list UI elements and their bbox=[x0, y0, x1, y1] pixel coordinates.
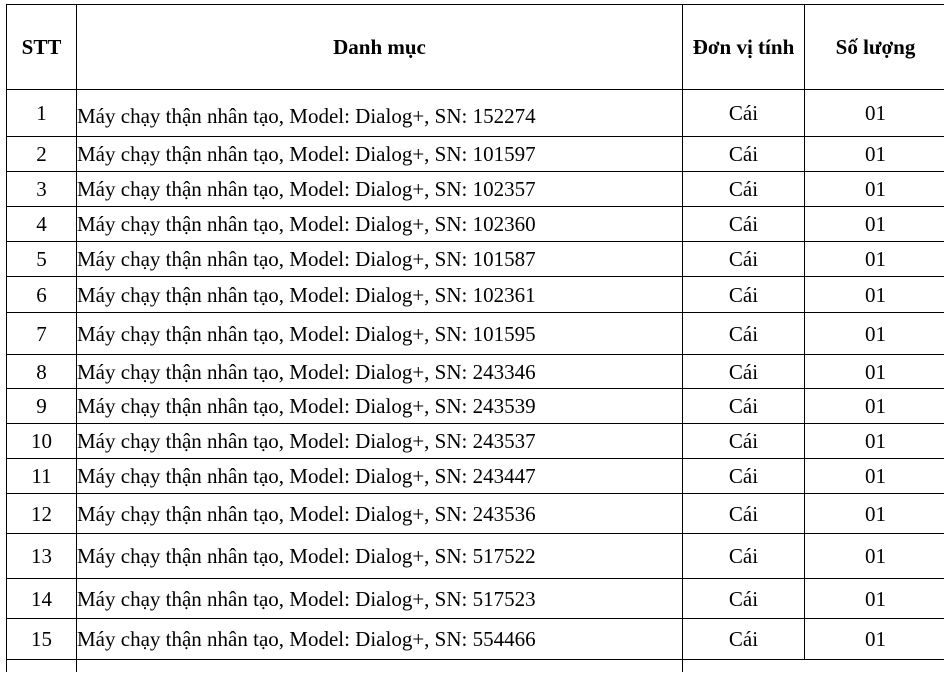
row-qty: 01 bbox=[804, 171, 944, 207]
row-stt: 3 bbox=[6, 171, 77, 207]
row-qty: 01 bbox=[804, 241, 944, 277]
row-stt: 13 bbox=[6, 533, 77, 579]
row-unit: Cái bbox=[682, 493, 805, 534]
table-row: 7 Máy chạy thận nhân tạo, Model: Dialog+… bbox=[6, 312, 944, 355]
row-unit: Cái bbox=[682, 276, 805, 313]
row-stt: 5 bbox=[6, 241, 77, 277]
table-header: STT Danh mục Đơn vị tính Số lượng bbox=[6, 4, 944, 90]
row-stt: 15 bbox=[6, 618, 77, 660]
table-row-continuation bbox=[6, 659, 944, 673]
row-item: Máy chạy thận nhân tạo, Model: Dialog+, … bbox=[76, 533, 683, 579]
row-stt: 4 bbox=[6, 206, 77, 242]
row-qty: 01 bbox=[804, 136, 944, 172]
row-stt: 10 bbox=[6, 423, 77, 459]
row-item: Máy chạy thận nhân tạo, Model: Dialog+, … bbox=[76, 206, 683, 242]
row-item: Máy chạy thận nhân tạo, Model: Dialog+, … bbox=[76, 493, 683, 534]
row-item bbox=[76, 659, 683, 672]
row-unit: Cái bbox=[682, 89, 805, 137]
row-stt: 8 bbox=[6, 354, 77, 389]
row-unit bbox=[683, 660, 805, 673]
row-stt: 9 bbox=[6, 388, 77, 424]
row-item: Máy chạy thận nhân tạo, Model: Dialog+, … bbox=[76, 276, 683, 313]
table-row: 3 Máy chạy thận nhân tạo, Model: Dialog+… bbox=[6, 171, 944, 207]
row-unit: Cái bbox=[682, 171, 805, 207]
row-qty: 01 bbox=[804, 618, 944, 660]
row-stt: 11 bbox=[6, 458, 77, 494]
header-category: Danh mục bbox=[76, 4, 683, 90]
row-qty: 01 bbox=[804, 89, 944, 137]
table-row: 12 Máy chạy thận nhân tạo, Model: Dialog… bbox=[6, 493, 944, 534]
row-item: Máy chạy thận nhân tạo, Model: Dialog+, … bbox=[76, 578, 683, 619]
row-unit: Cái bbox=[682, 458, 805, 494]
table-row: 5 Máy chạy thận nhân tạo, Model: Dialog+… bbox=[6, 241, 944, 277]
row-unit: Cái bbox=[682, 136, 805, 172]
row-qty: 01 bbox=[804, 206, 944, 242]
row-unit: Cái bbox=[682, 312, 805, 355]
row-item: Máy chạy thận nhân tạo, Model: Dialog+, … bbox=[76, 423, 683, 459]
header-stt: STT bbox=[6, 4, 77, 90]
row-item: Máy chạy thận nhân tạo, Model: Dialog+, … bbox=[76, 388, 683, 424]
header-quantity: Số lượng bbox=[804, 4, 944, 90]
row-unit: Cái bbox=[682, 354, 805, 389]
row-unit: Cái bbox=[682, 388, 805, 424]
row-item: Máy chạy thận nhân tạo, Model: Dialog+, … bbox=[76, 89, 683, 137]
row-unit: Cái bbox=[682, 206, 805, 242]
row-qty: 01 bbox=[804, 388, 944, 424]
row-qty: 01 bbox=[804, 354, 944, 389]
equipment-table: STT Danh mục Đơn vị tính Số lượng 1 Máy … bbox=[6, 4, 944, 672]
table-row: 2 Máy chạy thận nhân tạo, Model: Dialog+… bbox=[6, 136, 944, 172]
row-item: Máy chạy thận nhân tạo, Model: Dialog+, … bbox=[76, 618, 683, 660]
row-qty: 01 bbox=[804, 312, 944, 355]
row-stt: 2 bbox=[6, 136, 77, 172]
table-row: 14 Máy chạy thận nhân tạo, Model: Dialog… bbox=[6, 578, 944, 619]
row-item: Máy chạy thận nhân tạo, Model: Dialog+, … bbox=[76, 354, 683, 389]
table-row: 1 Máy chạy thận nhân tạo, Model: Dialog+… bbox=[6, 89, 944, 137]
row-stt: 12 bbox=[6, 493, 77, 534]
table-row: 10 Máy chạy thận nhân tạo, Model: Dialog… bbox=[6, 423, 944, 459]
table-row: 4 Máy chạy thận nhân tạo, Model: Dialog+… bbox=[6, 206, 944, 242]
row-stt: 14 bbox=[6, 578, 77, 619]
table-row: 15 Máy chạy thận nhân tạo, Model: Dialog… bbox=[6, 618, 944, 660]
table-row: 9 Máy chạy thận nhân tạo, Model: Dialog+… bbox=[6, 388, 944, 424]
row-item: Máy chạy thận nhân tạo, Model: Dialog+, … bbox=[76, 171, 683, 207]
row-unit: Cái bbox=[682, 618, 805, 660]
row-qty: 01 bbox=[804, 423, 944, 459]
row-unit: Cái bbox=[682, 241, 805, 277]
row-item: Máy chạy thận nhân tạo, Model: Dialog+, … bbox=[76, 312, 683, 355]
row-stt: 7 bbox=[6, 312, 77, 355]
row-stt: 1 bbox=[6, 89, 77, 137]
row-unit: Cái bbox=[682, 423, 805, 459]
header-unit: Đơn vị tính bbox=[682, 4, 805, 90]
row-qty: 01 bbox=[804, 276, 944, 313]
table-body: 1 Máy chạy thận nhân tạo, Model: Dialog+… bbox=[6, 89, 944, 673]
row-qty: 01 bbox=[804, 578, 944, 619]
row-item: Máy chạy thận nhân tạo, Model: Dialog+, … bbox=[76, 136, 683, 172]
table-row: 8 Máy chạy thận nhân tạo, Model: Dialog+… bbox=[6, 354, 944, 389]
table-row: 13 Máy chạy thận nhân tạo, Model: Dialog… bbox=[6, 533, 944, 579]
row-item: Máy chạy thận nhân tạo, Model: Dialog+, … bbox=[76, 458, 683, 494]
row-unit: Cái bbox=[682, 578, 805, 619]
row-qty: 01 bbox=[804, 458, 944, 494]
row-item: Máy chạy thận nhân tạo, Model: Dialog+, … bbox=[76, 241, 683, 277]
row-qty: 01 bbox=[804, 493, 944, 534]
row-unit: Cái bbox=[682, 533, 805, 579]
table-row: 11 Máy chạy thận nhân tạo, Model: Dialog… bbox=[6, 458, 944, 494]
table-row: 6 Máy chạy thận nhân tạo, Model: Dialog+… bbox=[6, 276, 944, 313]
header-row: STT Danh mục Đơn vị tính Số lượng bbox=[6, 4, 944, 90]
row-qty: 01 bbox=[804, 533, 944, 579]
row-stt bbox=[6, 659, 77, 672]
row-stt: 6 bbox=[6, 276, 77, 313]
row-qty bbox=[805, 660, 944, 673]
